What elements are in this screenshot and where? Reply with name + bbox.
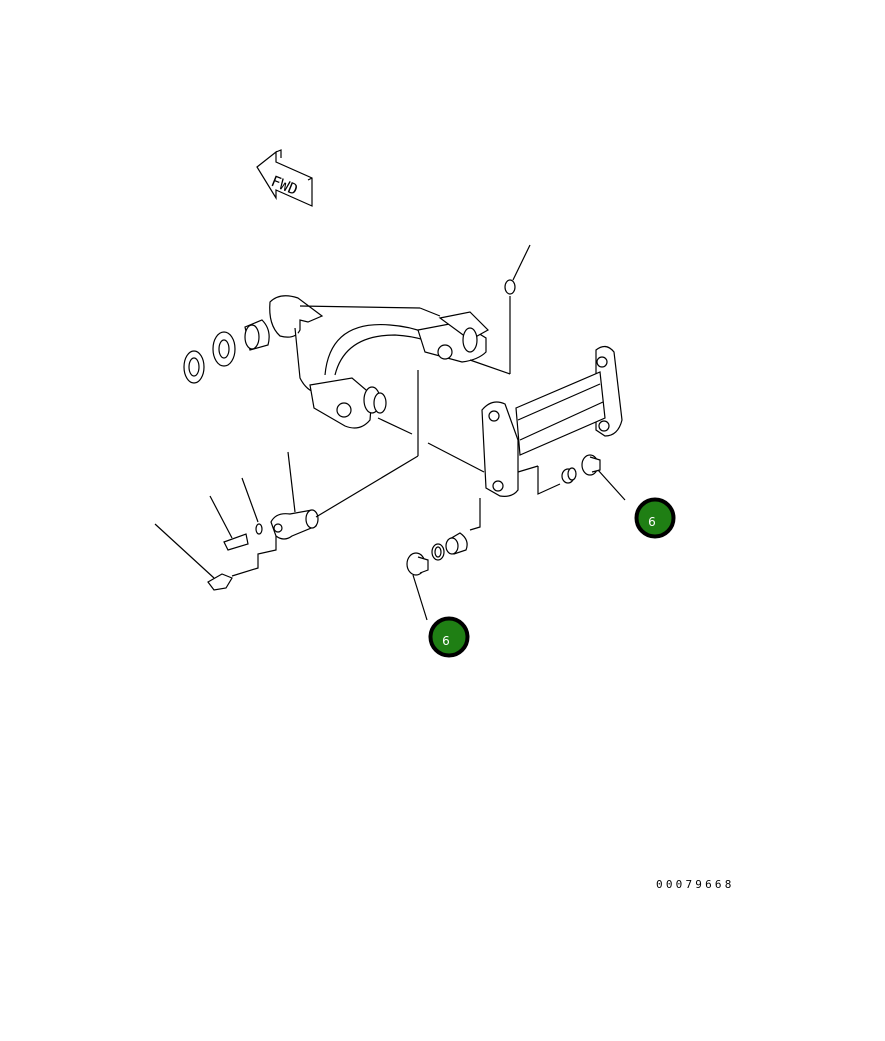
tube-assembly (427, 345, 623, 531)
yoke-bracket (269, 295, 511, 456)
bushing-right (561, 454, 626, 501)
bushing-lower (406, 532, 468, 621)
callout-lower-label[interactable]: 6 (442, 634, 450, 648)
callout-lower[interactable]: 6 (428, 616, 470, 658)
pin-assembly (154, 451, 419, 591)
bearing-stack (183, 319, 270, 384)
callout-upper[interactable]: 6 (634, 497, 676, 539)
fwd-arrow-icon: FWD (256, 149, 313, 207)
drawing-number: 00079668 (656, 878, 735, 891)
callout-upper-label[interactable]: 6 (648, 515, 656, 529)
snap-ring-top (504, 244, 531, 295)
